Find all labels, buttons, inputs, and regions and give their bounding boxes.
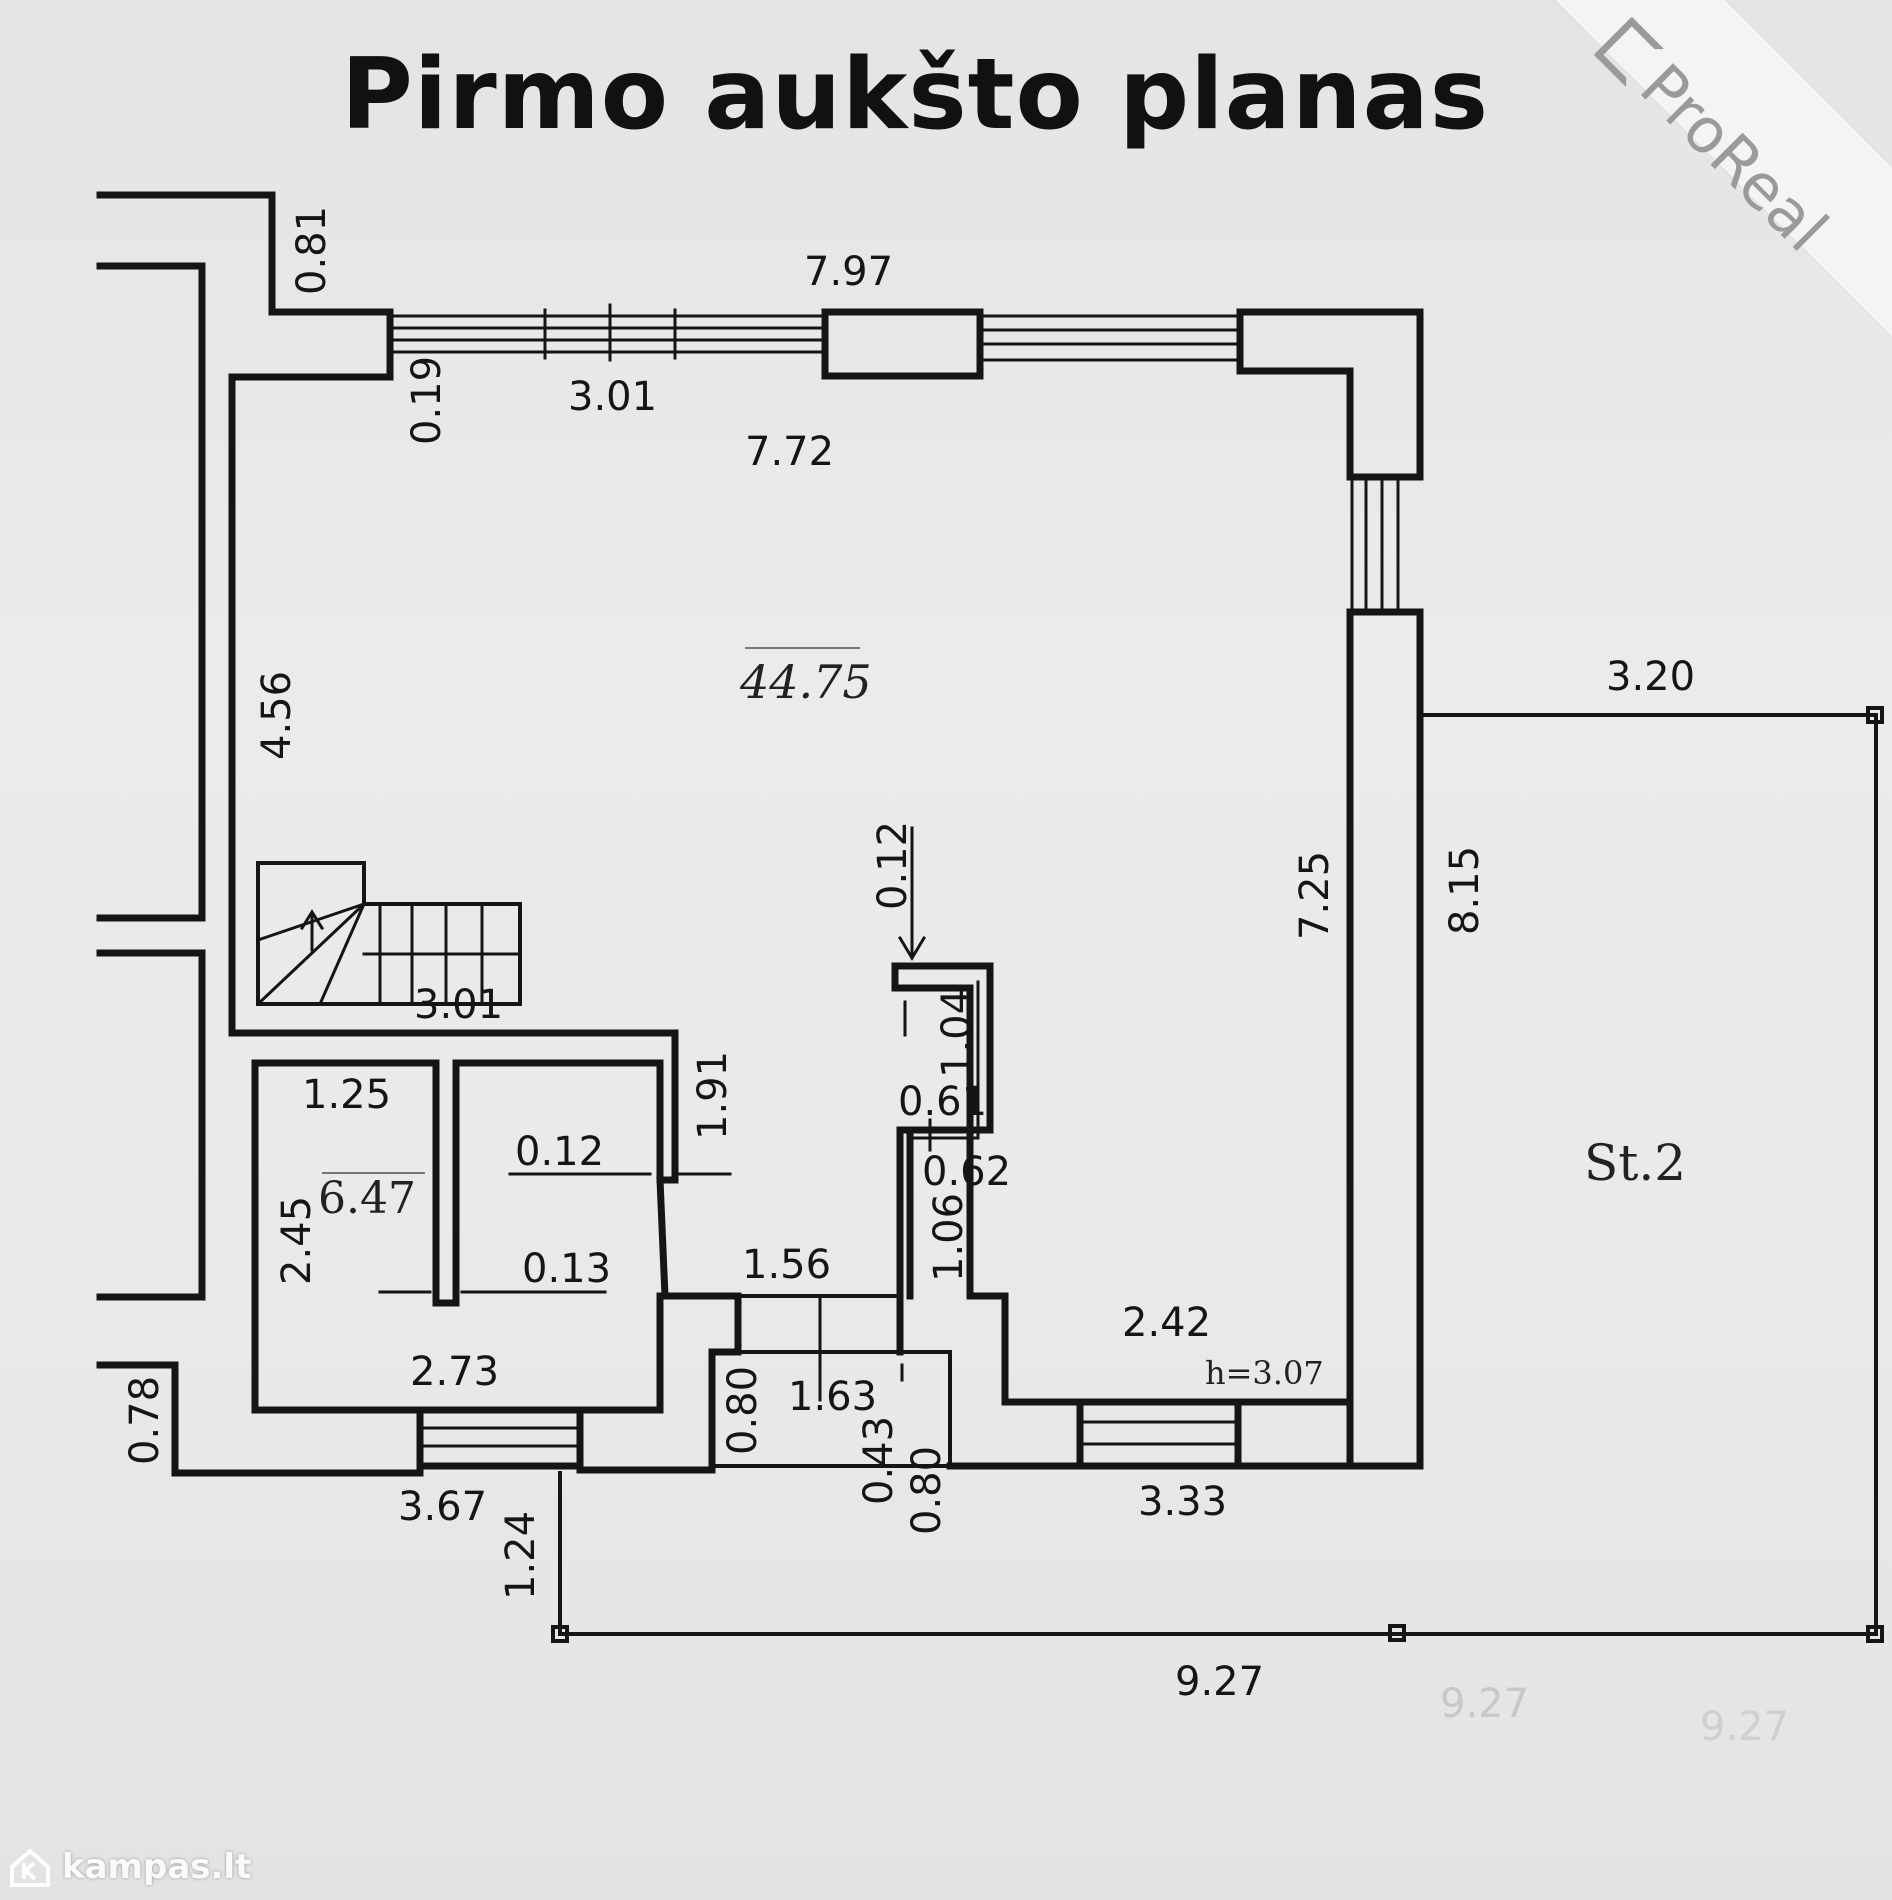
dim-1-56: 1.56 — [742, 1242, 831, 1288]
dim-0-81: 0.81 — [289, 206, 335, 295]
dim-3-33: 3.33 — [1138, 1479, 1227, 1525]
plan-line — [576, 1292, 742, 1470]
dim-1-25: 1.25 — [302, 1072, 391, 1118]
house-k-logo-icon — [8, 1845, 52, 1889]
dim-3-20: 3.20 — [1606, 654, 1695, 700]
area-main-room: 44.75 — [739, 655, 872, 709]
dim-1-06: 1.06 — [926, 1193, 972, 1282]
dim-2-42: 2.42 — [1122, 1300, 1211, 1346]
dim-8-15: 8.15 — [1442, 846, 1488, 935]
dim-9-27: 9.27 — [1175, 1659, 1264, 1705]
dim-3-01-top: 3.01 — [568, 374, 657, 420]
dim-0-12-top: 0.12 — [870, 821, 916, 910]
watermark-text: kampas.lt — [62, 1847, 252, 1887]
dim-0-13: 0.13 — [522, 1246, 611, 1292]
dim-0-78: 0.78 — [122, 1376, 168, 1465]
plan-line — [418, 1426, 582, 1448]
right-wall-inner — [1234, 608, 1354, 1406]
plan-line — [1866, 1625, 1884, 1643]
small-room-wall — [251, 1059, 679, 1307]
plan-line — [551, 1625, 569, 1643]
dim-3-67: 3.67 — [398, 1484, 487, 1530]
dim-9-27-ghost-2: 9.27 — [1700, 1704, 1789, 1750]
window-right — [1350, 475, 1400, 614]
dim-4-56: 4.56 — [254, 671, 300, 760]
dim-0-43: 0.43 — [856, 1416, 902, 1505]
top-wall-pier — [821, 308, 984, 380]
left-wall-stub-3 — [96, 949, 206, 1301]
dim-7-97: 7.97 — [804, 249, 893, 295]
plan-line — [543, 303, 677, 362]
plan-line — [1078, 1420, 1240, 1446]
dim-9-27-ghost-1: 9.27 — [1440, 1681, 1529, 1727]
structure-label: St.2 — [1584, 1134, 1686, 1192]
top-right-wall — [1236, 308, 1424, 481]
dim-0-12-mid: 0.12 — [515, 1129, 604, 1175]
dim-1-63: 1.63 — [788, 1374, 877, 1420]
plan-line — [171, 1466, 716, 1477]
area-small-room: 6.47 — [318, 1173, 416, 1224]
plan-line — [251, 1059, 424, 1414]
left-wall-stub-2 — [96, 262, 206, 922]
left-wall-stub-top — [96, 191, 394, 316]
plan-line — [1866, 706, 1884, 724]
dim-0-62: 0.62 — [922, 1149, 1011, 1195]
window-bottom-left — [416, 1406, 584, 1470]
structure-outline — [558, 713, 1878, 1636]
main-room-wall — [228, 373, 679, 1184]
plan-line — [897, 826, 927, 961]
central-partition — [891, 962, 1084, 1406]
dim-1-91: 1.91 — [690, 1051, 736, 1140]
dim-0-19: 0.19 — [404, 356, 450, 445]
ceiling-height-label: h=3.07 — [1205, 1354, 1324, 1392]
dim-1-04: 1.04 — [934, 989, 980, 1078]
plan-line — [1388, 1624, 1406, 1642]
window-top-left — [388, 314, 827, 354]
window-bottom-right — [1076, 1398, 1242, 1470]
window-top-right — [978, 314, 1242, 362]
dim-1-24: 1.24 — [498, 1511, 544, 1600]
kampas-watermark: kampas.lt — [8, 1838, 251, 1896]
dim-3-01-stairs: 3.01 — [414, 982, 503, 1028]
dim-7-25: 7.25 — [1292, 851, 1338, 940]
plan-line — [299, 909, 325, 952]
dim-2-73: 2.73 — [410, 1349, 499, 1395]
dim-0-61: 0.61 — [898, 1079, 987, 1125]
dim-2-45: 2.45 — [274, 1196, 320, 1285]
dim-0-80-left: 0.80 — [720, 1366, 766, 1455]
dim-0-80-right: 0.80 — [904, 1446, 950, 1535]
right-wall — [1346, 608, 1424, 1470]
plan-title: Pirmo aukšto planas — [340, 38, 1490, 152]
plan-line — [913, 980, 980, 1152]
dim-7-72: 7.72 — [745, 429, 834, 475]
plan-line — [656, 1176, 669, 1300]
